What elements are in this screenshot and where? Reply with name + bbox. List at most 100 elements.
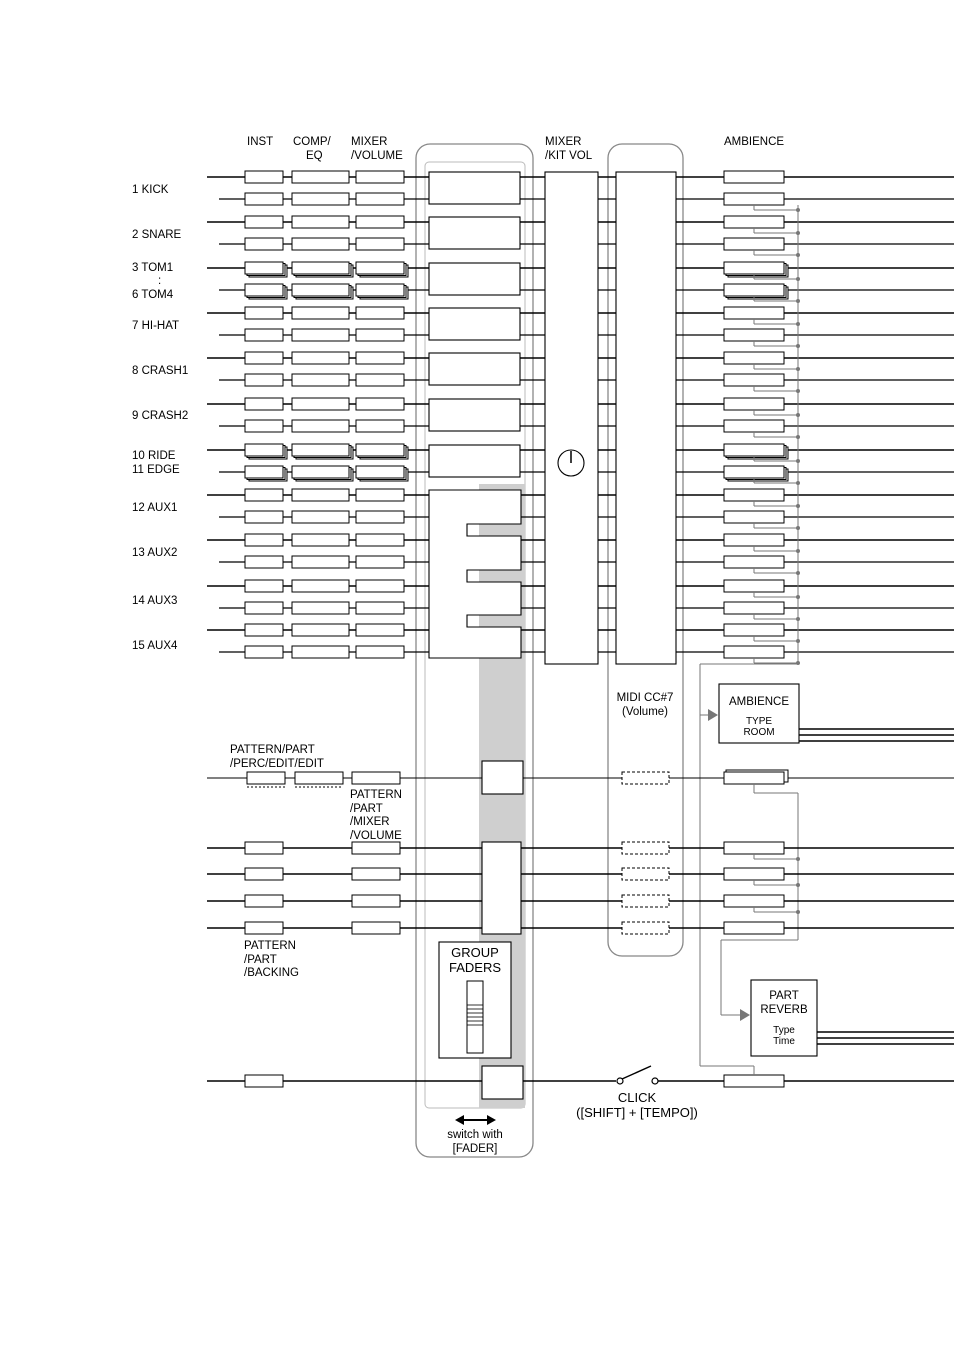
backing-send-node bbox=[796, 883, 800, 887]
inst-module bbox=[244, 533, 284, 547]
comp-eq-module bbox=[291, 215, 350, 229]
channel-label-hihat: 7 HI-HAT bbox=[132, 320, 179, 332]
comp-eq-module bbox=[291, 443, 350, 457]
click-switch-contact-icon bbox=[616, 1077, 624, 1085]
channel-label-edge: 11 EDGE bbox=[132, 464, 180, 476]
part-reverb-type: Type bbox=[773, 1025, 795, 1036]
channel-label-crash1: 8 CRASH1 bbox=[132, 365, 188, 377]
mixer-volume-module bbox=[355, 579, 405, 593]
ambience-send-module bbox=[723, 261, 785, 275]
part-reverb-box bbox=[750, 979, 818, 1057]
ambience-send-backing bbox=[723, 921, 785, 935]
ambience-send-module bbox=[723, 533, 785, 547]
ambience-send-node bbox=[796, 413, 800, 417]
pattern-backing-label-line2: /PART bbox=[244, 954, 277, 966]
header-comp-line1: COMP/ bbox=[293, 136, 332, 148]
pattern-mixer-label-line1: PATTERN bbox=[350, 789, 402, 801]
mixer-volume-module bbox=[355, 510, 405, 524]
backing-send-node bbox=[796, 910, 800, 914]
midi-pattern-perc-dashed bbox=[621, 771, 670, 785]
comp-eq-module bbox=[291, 373, 350, 387]
mixer-volume-module bbox=[355, 306, 405, 320]
inst-module bbox=[244, 465, 284, 479]
click-switch-contact-icon bbox=[651, 1077, 659, 1085]
ambience-input-arrow-icon bbox=[708, 709, 718, 721]
inst-module bbox=[244, 555, 284, 569]
comp-eq-module bbox=[291, 510, 350, 524]
inst-module bbox=[244, 328, 284, 342]
ambience-send-module bbox=[723, 645, 785, 659]
pattern-mixer-label-line4: /VOLUME bbox=[350, 830, 402, 842]
mixer-volume-module bbox=[355, 283, 405, 297]
header-inst: INST bbox=[247, 136, 273, 148]
ambience-send-node bbox=[796, 277, 800, 281]
ambience-send-backing bbox=[723, 867, 785, 881]
pattern-perc-label-line2: /PERC/EDIT/EDIT bbox=[230, 758, 324, 770]
pattern-mixer-module bbox=[351, 771, 401, 785]
pattern-mixer-label-line3: /MIXER bbox=[350, 816, 390, 828]
click-group-block bbox=[481, 1065, 524, 1100]
group-fader-block bbox=[428, 398, 521, 432]
mixer-volume-module bbox=[355, 237, 405, 251]
part-reverb-title-line1: PART bbox=[769, 990, 799, 1002]
group-fader-block bbox=[428, 171, 521, 205]
group-faders-label-line1: GROUP bbox=[451, 945, 499, 960]
comp-eq-module bbox=[291, 397, 350, 411]
comp-eq-module bbox=[291, 328, 350, 342]
group-fader-block bbox=[428, 444, 521, 478]
mixer-volume-module bbox=[355, 601, 405, 615]
ambience-send-module bbox=[723, 488, 785, 502]
inst-module bbox=[244, 419, 284, 433]
midi-label-line2: (Volume) bbox=[622, 706, 668, 718]
ambience-send-module bbox=[723, 192, 785, 206]
inst-module bbox=[244, 306, 284, 320]
midi-backing-dashed bbox=[621, 894, 670, 908]
inst-module bbox=[244, 215, 284, 229]
ambience-send-module bbox=[723, 419, 785, 433]
part-reverb-time: Time bbox=[773, 1036, 795, 1047]
backing-mixer-module bbox=[351, 894, 401, 908]
switch-with-fader-line1: switch with bbox=[447, 1129, 503, 1141]
click-inst-module bbox=[244, 1074, 284, 1088]
channel-label-ride: 10 RIDE bbox=[132, 450, 176, 462]
inst-module bbox=[244, 192, 284, 206]
switch-arrow-left-icon bbox=[455, 1115, 464, 1125]
inst-module bbox=[244, 283, 284, 297]
ambience-send-module bbox=[723, 306, 785, 320]
ambience-send-node bbox=[796, 367, 800, 371]
inst-module bbox=[244, 261, 284, 275]
backing-mixer-module bbox=[351, 867, 401, 881]
mixer-volume-module bbox=[355, 261, 405, 275]
mixer-volume-module bbox=[355, 465, 405, 479]
header-kitvol-line2: /KIT VOL bbox=[545, 150, 593, 162]
midi-backing-dashed bbox=[621, 867, 670, 881]
group-fader-block bbox=[428, 216, 521, 250]
ambience-send-node bbox=[796, 253, 800, 257]
click-label-line2: ([SHIFT] + [TEMPO]) bbox=[576, 1105, 698, 1120]
click-label-line1: CLICK bbox=[618, 1090, 657, 1105]
aux-group-block bbox=[428, 489, 522, 659]
ambience-send-module bbox=[723, 510, 785, 524]
mixer-volume-module bbox=[355, 443, 405, 457]
switch-arrow-right-icon bbox=[487, 1115, 496, 1125]
comp-eq-module bbox=[291, 261, 350, 275]
kit-volume-bar bbox=[544, 171, 599, 665]
ambience-send-module bbox=[723, 373, 785, 387]
ambience-send-node bbox=[796, 571, 800, 575]
mixer-volume-module bbox=[355, 373, 405, 387]
ambience-send-module bbox=[723, 465, 785, 479]
ambience-box-title: AMBIENCE bbox=[729, 696, 789, 708]
inst-module bbox=[244, 623, 284, 637]
midi-backing-dashed bbox=[621, 841, 670, 855]
backing-inst-module bbox=[244, 921, 284, 935]
mixer-volume-module bbox=[355, 170, 405, 184]
comp-eq-module bbox=[291, 351, 350, 365]
pattern-mixer-label-line2: /PART bbox=[350, 803, 383, 815]
header-comp-line2: EQ bbox=[306, 150, 323, 162]
comp-eq-module bbox=[291, 465, 350, 479]
inst-module bbox=[244, 170, 284, 184]
comp-eq-module bbox=[291, 488, 350, 502]
diagram-graphics bbox=[207, 143, 954, 1158]
mixer-volume-module bbox=[355, 215, 405, 229]
